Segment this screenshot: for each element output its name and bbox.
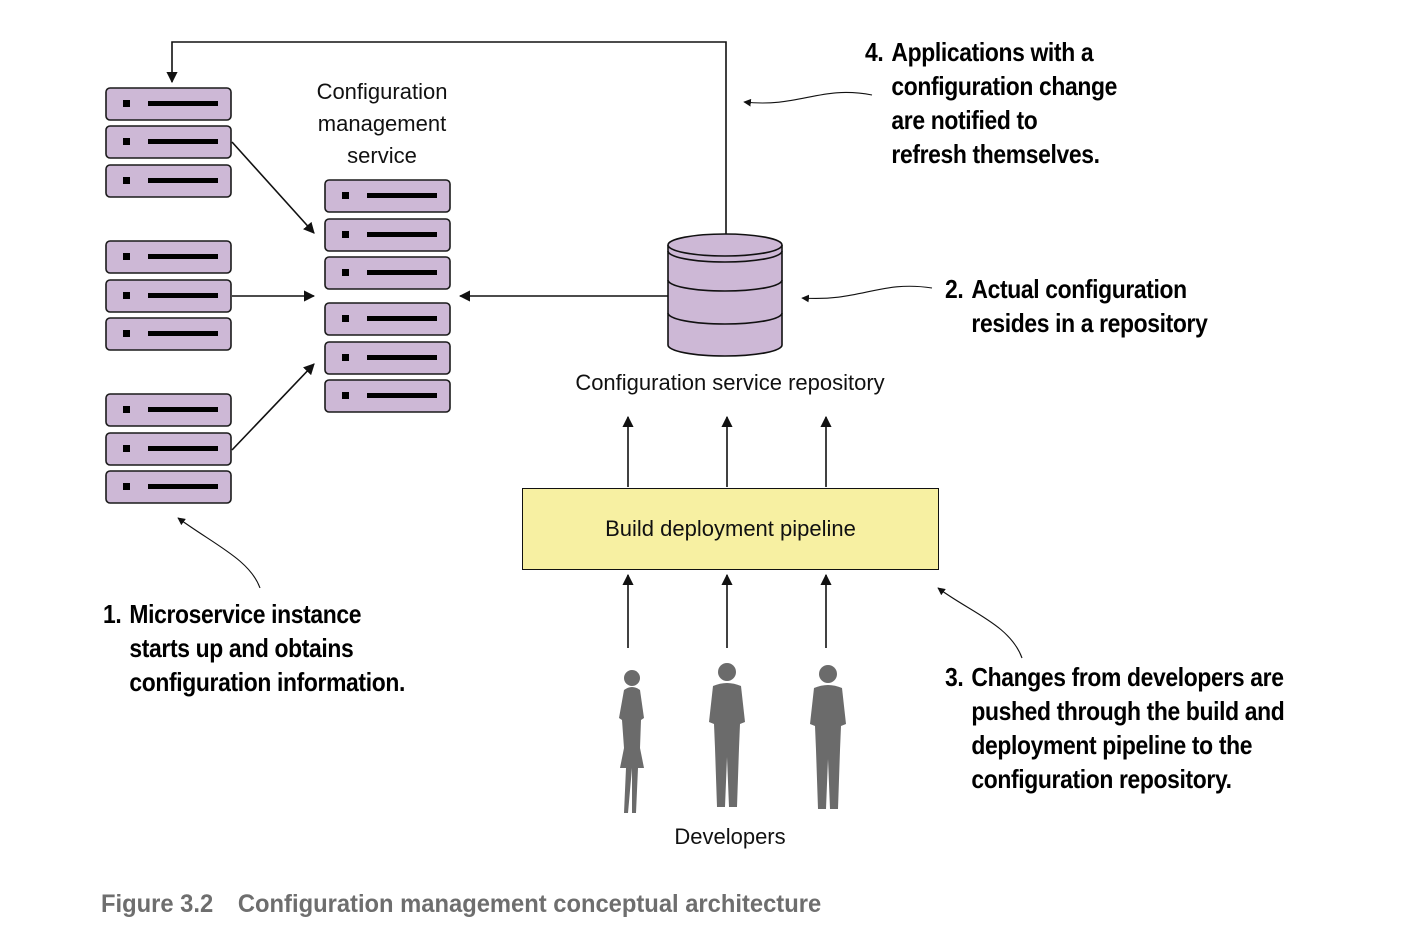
figure-number: Figure 3.2 <box>101 890 214 918</box>
pointer-note2 <box>801 285 933 303</box>
repository-label: Configuration service repository <box>575 370 885 395</box>
pointer-note1 <box>177 517 261 589</box>
note-3: 3.Changes from developers are pushed thr… <box>945 662 1285 794</box>
figure-caption: Figure 3.2 Configuration management conce… <box>101 890 821 919</box>
figure-title: Configuration management conceptual arch… <box>237 890 822 918</box>
note-1: 1.Microservice instance starts up and ob… <box>103 599 405 697</box>
repository-database-icon <box>667 233 783 357</box>
microservice-group-1 <box>105 87 232 198</box>
arrow-group3-to-config <box>231 363 315 451</box>
developers-label: Developers <box>674 824 786 849</box>
note-2: 2.Actual configuration resides in a repo… <box>945 274 1208 338</box>
config-service-stack <box>324 179 451 413</box>
pointer-note4 <box>743 91 873 107</box>
microservice-group-3 <box>105 393 232 504</box>
pipeline-label: Build deployment pipeline <box>605 516 856 541</box>
build-pipeline-box: Build deployment pipeline <box>522 488 939 570</box>
arrow-group1-to-config <box>231 141 315 234</box>
microservice-group-2 <box>105 240 232 351</box>
config-service-label: Configuration management service <box>316 79 448 168</box>
note-4: 4.Applications with a configuration chan… <box>865 37 1117 169</box>
arrow-notify-refresh <box>166 41 727 236</box>
pointer-note3 <box>937 587 1023 659</box>
developers-silhouettes-icon <box>619 663 846 813</box>
